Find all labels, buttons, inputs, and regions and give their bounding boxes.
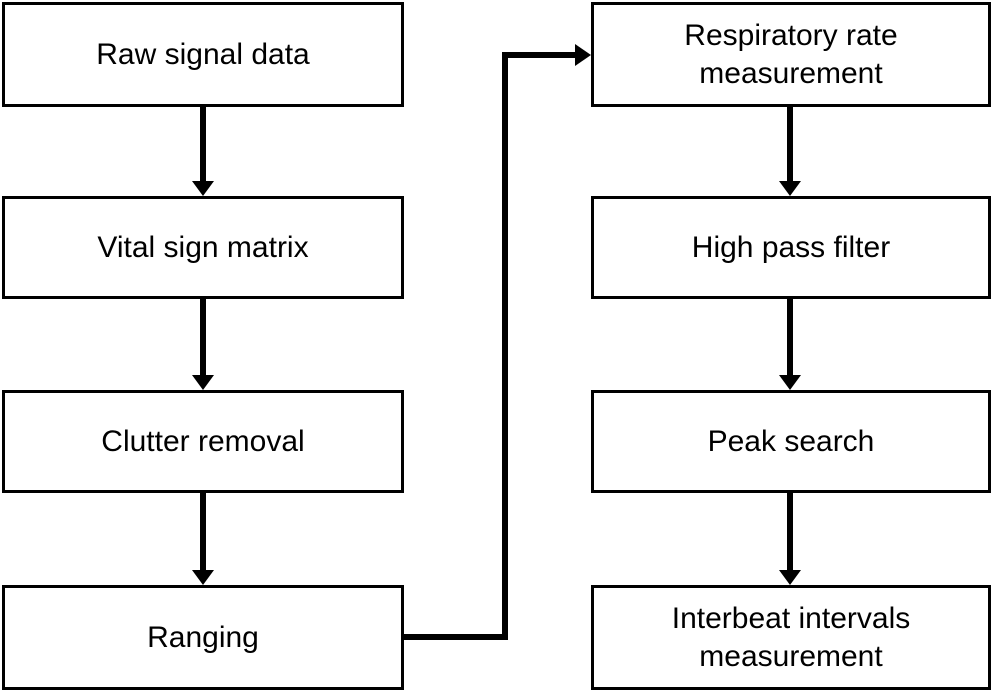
arrow-ranging-to-respiratory <box>404 44 591 640</box>
node-label: High pass filter <box>691 230 891 264</box>
node-raw-signal-data: Raw signal data <box>2 2 404 107</box>
node-ranging: Ranging <box>2 585 404 690</box>
node-peak-search: Peak search <box>591 390 991 493</box>
node-label: Ranging <box>147 620 259 654</box>
node-high-pass-filter: High pass filter <box>591 196 991 299</box>
node-vital-sign-matrix: Vital sign matrix <box>2 196 404 299</box>
node-label: Clutter removal <box>101 424 305 458</box>
node-label: Vital sign matrix <box>97 230 309 264</box>
arrow-down-respiratory-to-highpass <box>779 107 801 196</box>
node-label: Respiratory rate measurement <box>684 18 898 90</box>
node-interbeat-intervals-measurement: Interbeat intervals measurement <box>591 585 991 690</box>
arrow-down-vital-to-clutter <box>192 299 214 390</box>
node-label: Peak search <box>707 424 875 458</box>
arrow-down-clutter-to-ranging <box>192 493 214 585</box>
node-respiratory-rate-measurement: Respiratory rate measurement <box>591 2 991 107</box>
node-clutter-removal: Clutter removal <box>2 390 404 493</box>
arrow-down-peak-to-interbeat <box>779 493 801 585</box>
arrow-down-highpass-to-peak <box>779 299 801 390</box>
node-label: Raw signal data <box>96 37 310 71</box>
arrow-down-raw-to-vital <box>192 107 214 196</box>
node-label: Interbeat intervals measurement <box>671 601 911 673</box>
